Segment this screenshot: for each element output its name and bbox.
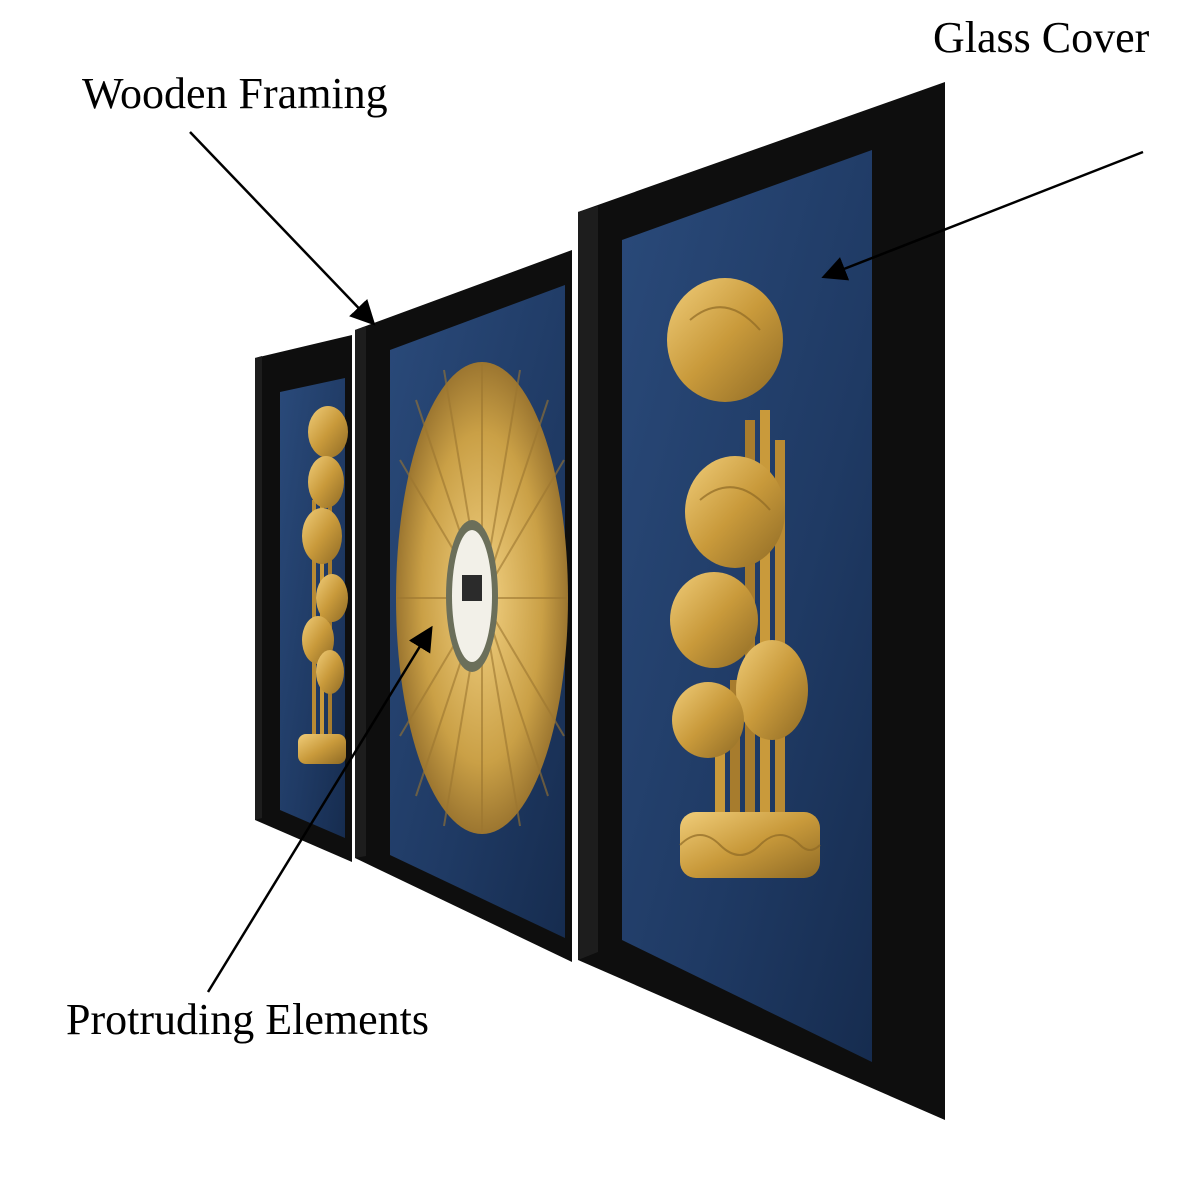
right-totem [667,278,821,878]
arrow-icon [189,131,1144,993]
left-totem [298,406,348,764]
label-glass-cover: Glass Cover [933,13,1150,62]
label-wooden-framing: Wooden Framing [82,69,388,118]
sunburst-medallion [396,362,568,834]
right-frame [578,82,945,1120]
middle-frame [355,250,572,962]
left-frame [255,335,352,862]
label-protruding-elements: Protruding Elements [66,995,429,1044]
